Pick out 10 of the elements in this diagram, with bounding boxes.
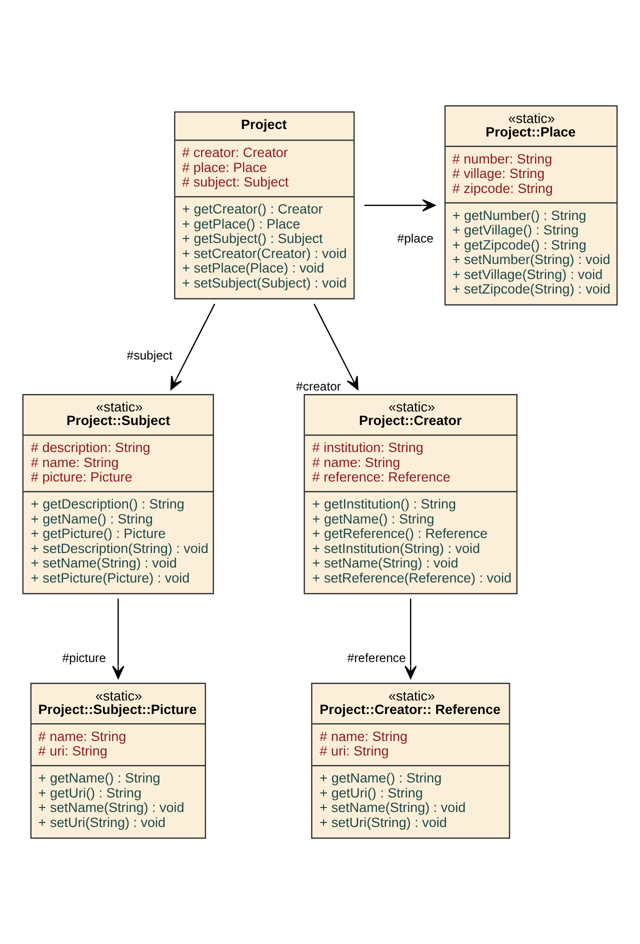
edge-label: #creator — [296, 380, 342, 394]
arrow — [112, 598, 124, 680]
edge-label: #subject — [126, 348, 172, 363]
edge-label: #reference — [347, 650, 406, 665]
arrow — [404, 598, 417, 680]
arrow — [314, 304, 358, 390]
arrow — [364, 199, 436, 212]
edge-label: #picture — [62, 650, 106, 665]
edge-label: #place — [397, 231, 434, 246]
arrow — [170, 304, 216, 390]
